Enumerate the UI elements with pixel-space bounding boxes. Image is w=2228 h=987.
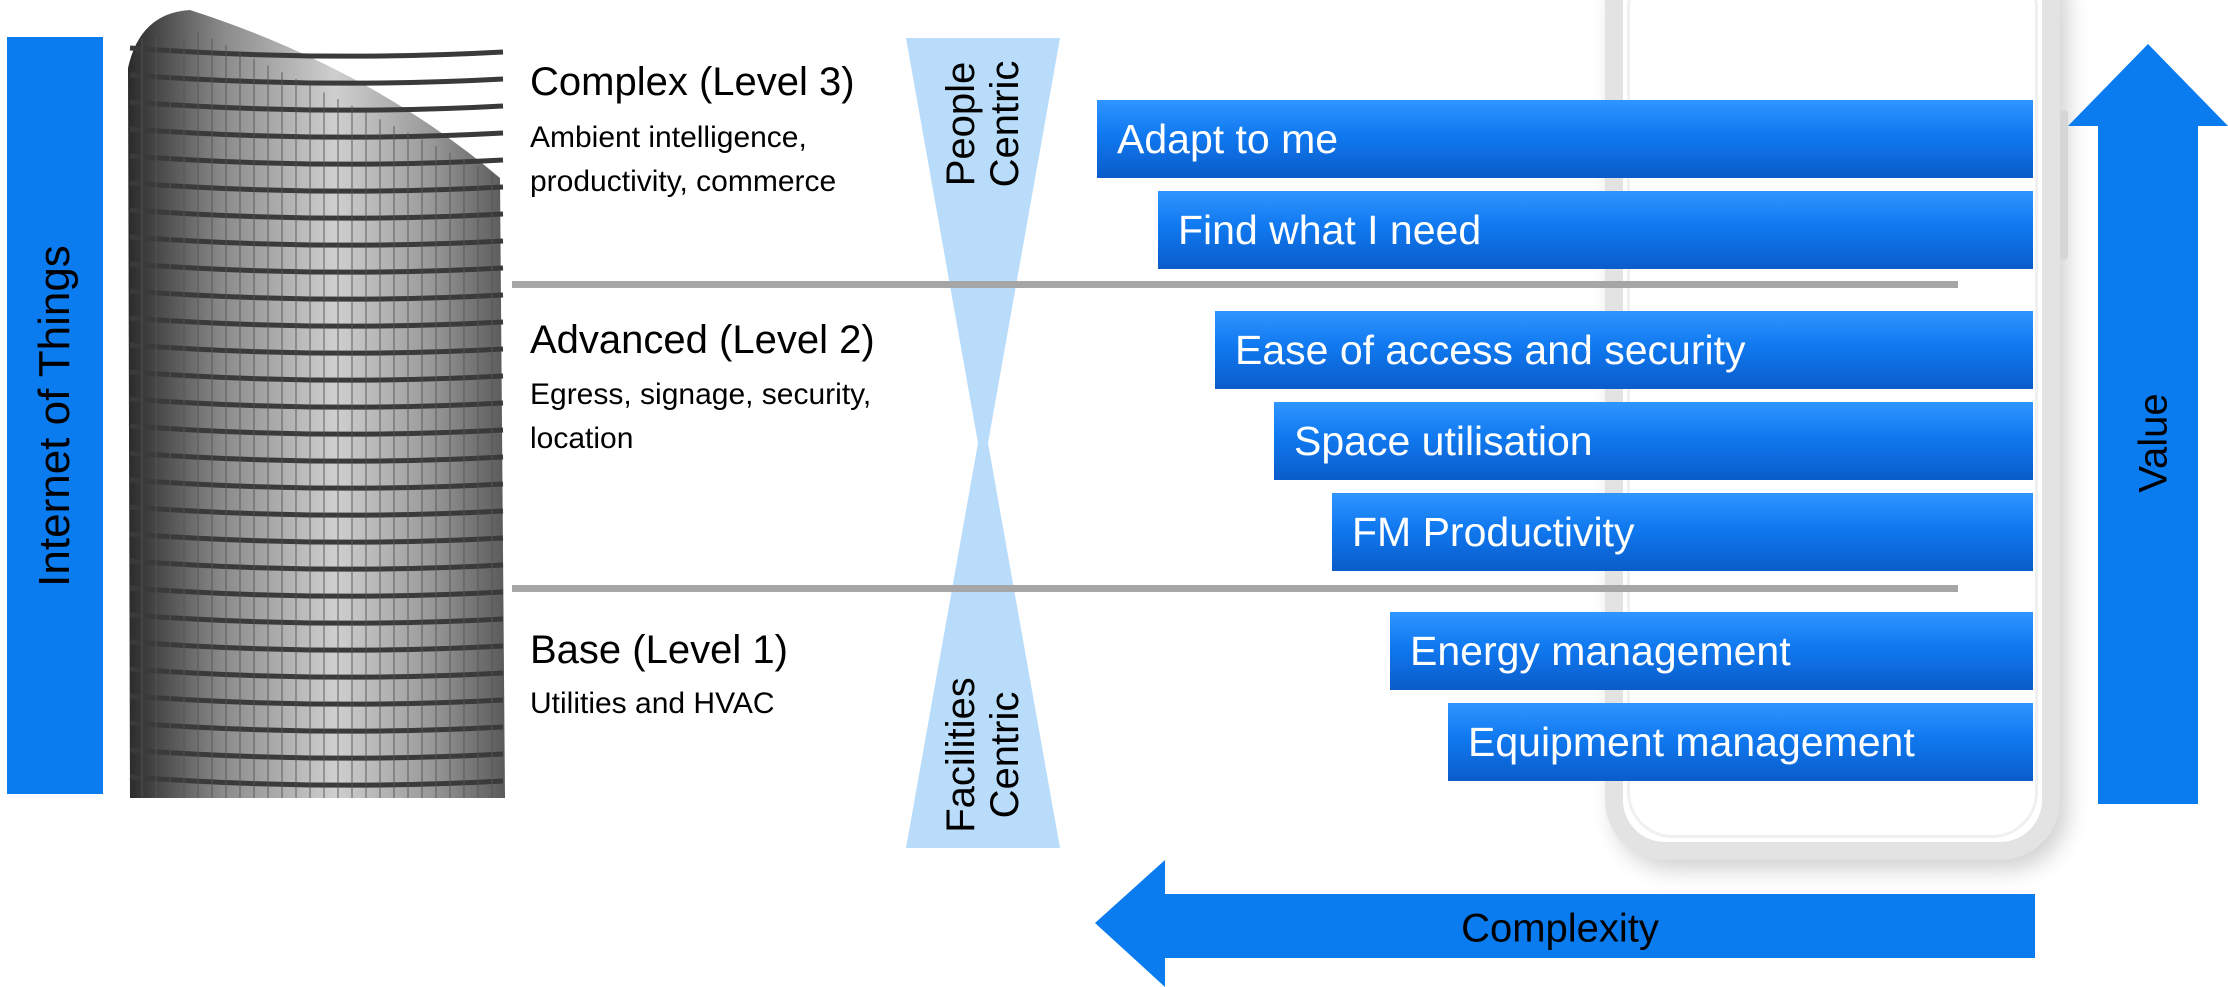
building-floor-line	[129, 261, 504, 275]
building-floor-line	[129, 396, 504, 410]
building-floor-line	[129, 747, 504, 761]
building-floor-line	[129, 207, 504, 221]
building-floor-line	[129, 504, 504, 518]
item-ease-of-access: Ease of access and security	[1215, 311, 2033, 389]
building-floor-line	[129, 342, 504, 356]
item-adapt-to-me: Adapt to me	[1097, 100, 2033, 178]
phone-side-button	[2060, 110, 2068, 260]
level-2-title: Advanced (Level 2)	[530, 318, 875, 362]
building-floor-line	[129, 180, 504, 194]
divider-level-2-1	[512, 585, 1958, 592]
building-floor-line	[129, 477, 504, 491]
building-floor-line	[129, 639, 504, 653]
item-equipment-management: Equipment management	[1448, 703, 2033, 781]
building-image	[128, 10, 505, 798]
building-floor-line	[129, 369, 504, 383]
level-1-title: Base (Level 1)	[530, 628, 788, 672]
building-floor-line	[129, 234, 504, 248]
building-floor-line	[129, 423, 504, 437]
building-floor-line	[129, 450, 504, 464]
building-floor-line	[129, 72, 504, 86]
complexity-arrow	[1095, 860, 2035, 987]
building-floor-line	[129, 153, 504, 167]
level-2-description: Egress, signage, security, location	[530, 378, 872, 455]
building-floor-line	[129, 99, 504, 113]
facilities-centric-line2: Centric	[983, 691, 1027, 819]
people-centric-line2: Centric	[983, 60, 1027, 188]
internet-of-things-bar: Internet of Things	[7, 37, 103, 794]
facilities-centric-label: Facilities Centric	[939, 677, 1027, 833]
level-3-title: Complex (Level 3)	[530, 60, 855, 104]
people-centric-line1: People	[939, 61, 983, 187]
building-floor-line	[129, 774, 504, 788]
level-3-description: Ambient intelligence, productivity, comm…	[530, 121, 837, 198]
building-floor-line	[129, 126, 504, 140]
building-floor-line	[129, 531, 504, 545]
building-floor-line	[129, 720, 504, 734]
item-space-utilisation: Space utilisation	[1274, 402, 2033, 480]
complexity-label: Complexity	[1461, 906, 1659, 951]
building-floor-line	[129, 666, 504, 680]
building-floor-line	[129, 612, 504, 626]
building-floor-line	[129, 45, 504, 59]
item-find-what-i-need: Find what I need	[1158, 191, 2033, 269]
value-label: Value	[2131, 393, 2176, 493]
internet-of-things-label: Internet of Things	[30, 244, 79, 587]
facilities-centric-line1: Facilities	[939, 677, 983, 833]
people-centric-label: People Centric	[939, 61, 1027, 188]
building-floor-line	[129, 693, 504, 707]
value-arrow	[2068, 44, 2228, 804]
building-floor-line	[129, 288, 504, 302]
building-floor-line	[129, 585, 504, 599]
building-floor-line	[129, 315, 504, 329]
level-1-description: Utilities and HVAC	[530, 687, 775, 720]
building-floor-line	[129, 558, 504, 572]
item-energy-management: Energy management	[1390, 612, 2033, 690]
hourglass-shape	[906, 38, 1060, 848]
divider-level-3-2	[512, 281, 1958, 288]
item-fm-productivity: FM Productivity	[1332, 493, 2033, 571]
